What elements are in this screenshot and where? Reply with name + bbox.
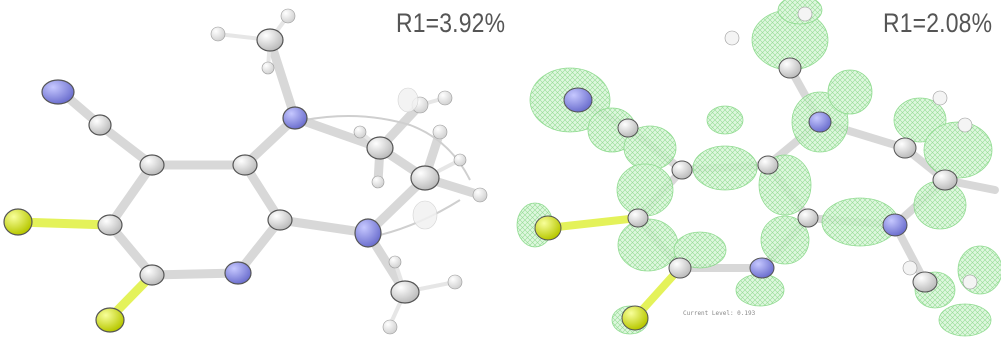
atom-c-methyl-top [256, 28, 284, 52]
atom-h [932, 90, 948, 106]
atom-h [962, 274, 978, 290]
atom-c-methyl-bottom [912, 271, 938, 293]
atom-c3 [97, 214, 123, 236]
atom-h [210, 26, 226, 42]
r1-value: R1=3.92% [396, 8, 506, 38]
atom-n-nitrile [41, 79, 75, 105]
structure-panel-right: R1=2.08% Current Level: 0.193 [500, 0, 1001, 339]
atom-c8a [267, 209, 293, 231]
atom-c4a [232, 154, 258, 176]
atom-c6 [893, 137, 917, 159]
atom-c-nitrile [617, 118, 639, 138]
atom-c6 [366, 136, 394, 160]
contour-level-label: Current Level: 0.193 [683, 310, 756, 317]
atom-h [902, 260, 918, 276]
atom-h [472, 187, 488, 203]
atoms [534, 6, 978, 331]
atom-h [432, 124, 448, 140]
atom-h [261, 61, 275, 75]
molecule-left [3, 8, 488, 335]
atom-c4 [671, 160, 693, 180]
atom-h [280, 8, 296, 24]
atom-h [371, 175, 385, 189]
atom-n-nitrile [563, 87, 593, 113]
atom-h-disorder [397, 87, 419, 113]
atom-c4 [139, 154, 165, 176]
atom-n8 [882, 213, 908, 237]
atom-h [382, 319, 398, 335]
r1-value: R1=2.08% [883, 8, 993, 38]
atom-c2 [668, 257, 692, 279]
atom-c-methyl-top [778, 57, 802, 79]
atom-halogen-1 [534, 215, 562, 241]
halogen-bonds [13, 217, 157, 323]
atom-c4a [757, 155, 779, 175]
atom-h [724, 30, 740, 46]
atom-h [453, 153, 467, 167]
atom-c7 [410, 165, 440, 191]
atoms [3, 8, 488, 335]
atom-halogen-1 [3, 208, 33, 236]
atom-h [353, 125, 367, 139]
atom-c-nitrile [88, 114, 112, 136]
atom-n1 [749, 257, 775, 279]
atom-halogen-2 [621, 305, 649, 331]
atom-c8a [797, 208, 819, 228]
atom-n5 [282, 106, 308, 130]
atom-n8 [354, 218, 382, 248]
atom-n1 [224, 261, 252, 285]
atom-h [437, 90, 453, 106]
atom-h [388, 255, 402, 269]
atom-h [957, 117, 973, 133]
atom-c2 [139, 264, 165, 286]
atom-n5 [808, 111, 832, 133]
atom-c-methyl-bottom [390, 280, 420, 304]
atom-c3 [627, 208, 649, 228]
molecule-right [516, 0, 1001, 337]
atom-h [797, 6, 813, 22]
bonds [60, 35, 485, 297]
atom-halogen-2 [95, 307, 125, 333]
structure-panel-left: R1=3.92% [0, 0, 505, 339]
atom-c7 [932, 169, 958, 191]
atom-h-disorder [412, 200, 438, 230]
atom-h [447, 274, 463, 290]
